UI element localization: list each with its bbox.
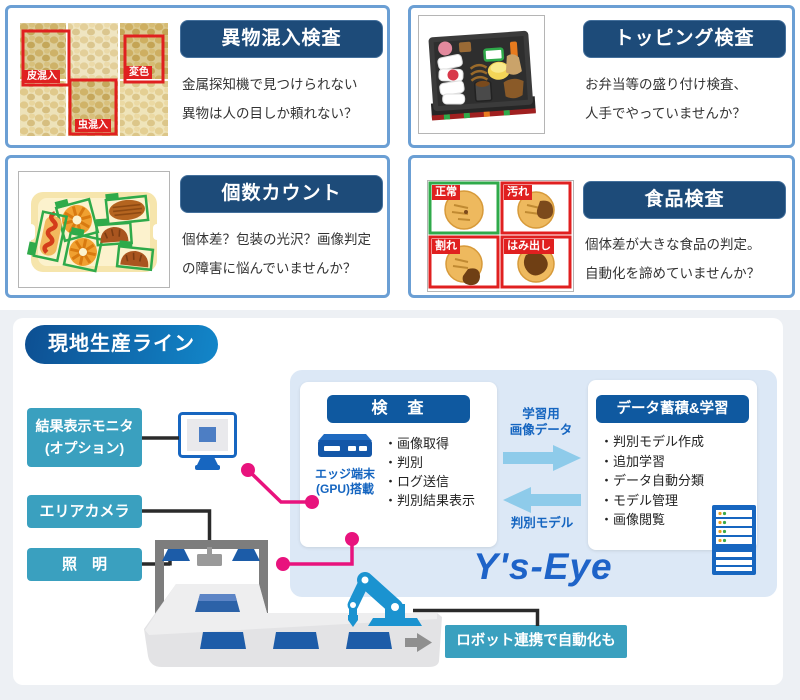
card-title-counting: 個数カウント [180,175,383,213]
card-piece-counting: 個数カウント 個体差？包装の光沢？画像判定の障害に悩んでいませんか？ [5,155,390,298]
edge-device-icon [318,434,372,457]
card-desc-foreign-object: 金属探知機で見つけられない異物は人の目しか頼れない？ [182,77,358,122]
production-line-section: 現地生産ライン 検 査 エッジ端末 (GPU)搭載 画像取得 [0,310,800,700]
production-line-panel: 現地生産ライン 検 査 エッジ端末 (GPU)搭載 画像取得 [13,318,783,685]
list-item: 画像取得 [384,434,475,453]
card-food-inspection: 正常 汚れ 割れ はみ出し 食品検査 個体差が大きな食品の判定。自動化を諦めてい… [408,155,795,298]
gantry-frame [155,540,268,626]
gantry-lights [162,549,260,561]
ys-eye-logo: Y's-Eye [473,546,613,587]
card-title-foreign-object: 異物混入検査 [180,20,383,58]
edge-device: エッジ端末 (GPU)搭載 [306,432,384,497]
server-icon [712,505,756,580]
judge-label-dirty: 汚れ [504,185,532,200]
inspection-box: 検 査 エッジ端末 (GPU)搭載 画像取得 判別 ログ送信 判別結果表 [300,382,497,547]
production-line-badge: 現地生産ライン [25,325,218,364]
judge-label-cracked: 割れ [432,239,460,254]
corn-kernels-image [20,23,168,136]
arrow-right-icon [503,445,581,476]
judge-label-normal: 正常 [432,185,460,200]
card-title-topping: トッピング検査 [583,20,786,58]
list-item: データ自動分類 [600,471,704,491]
list-item: 追加学習 [600,452,704,472]
card-desc-counting: 個体差？包装の光沢？画像判定の障害に悩んでいませんか？ [182,232,371,277]
list-item: 判別結果表示 [384,491,475,510]
list-item: 判別 [384,453,475,472]
tray-photo [18,171,170,288]
card-topping-inspection: トッピング検査 お弁当等の盛り付け検査、人手でやっていませんか？ [408,5,795,148]
list-item: 判別モデル作成 [600,432,704,452]
defect-label-skin: 皮混入 [24,70,60,83]
defect-label-insect: 虫混入 [75,119,111,132]
cards-grid: 皮混入 変色 虫混入 異物混入検査 金属探知機で見つけられない異物は人の目しか頼… [5,5,800,298]
inspection-function-list: 画像取得 判別 ログ送信 判別結果表示 [384,434,475,510]
belt-trays [200,632,392,649]
gantry-camera [197,547,222,566]
lighting-box: 照 明 [27,548,142,581]
edge-device-label: エッジ端末 (GPU)搭載 [314,467,375,496]
inspection-title: 検 査 [327,395,470,423]
robot-collaboration-box: ロボット連携で自動化も [445,625,627,658]
judge-label-overflow: はみ出し [504,239,554,254]
cookie-photo: 正常 汚れ 割れ はみ出し [427,180,574,292]
judgment-model-arrow-label: 判別モデル [510,516,574,530]
flow-arrow-icon [405,633,432,652]
defect-label-discolor: 変色 [126,66,152,79]
bento-box-image [428,30,536,121]
card-desc-topping: お弁当等の盛り付け検査、人手でやっていませんか？ [585,77,747,122]
data-learning-box: データ蓄積&学習 判別モデル作成 追加学習 データ自動分類 モデル管理 画像閲覧 [588,380,757,550]
corn-photo: 皮混入 変色 虫混入 [20,23,168,136]
list-item: 画像閲覧 [600,510,704,530]
card-title-food: 食品検査 [583,181,786,219]
tray [195,594,240,612]
card-desc-food: 個体差が大きな食品の判定。自動化を諦めていませんか？ [585,237,761,282]
list-item: モデル管理 [600,491,704,511]
list-item: ログ送信 [384,472,475,491]
data-learning-title: データ蓄積&学習 [596,395,749,423]
cookie-grid-image [428,181,572,289]
arrow-left-icon [503,487,581,518]
counting-tray-image [26,192,161,273]
training-data-arrow-label: 学習用 画像データ [509,407,573,437]
learning-function-list: 判別モデル作成 追加学習 データ自動分類 モデル管理 画像閲覧 [600,432,704,530]
bento-photo [418,15,545,134]
result-monitor-box: 結果表示モニタ (オプション) [27,408,142,467]
card-foreign-object-inspection: 皮混入 変色 虫混入 異物混入検査 金属探知機で見つけられない異物は人の目しか頼… [5,5,390,148]
feature-cards-section: 皮混入 変色 虫混入 異物混入検査 金属探知機で見つけられない異物は人の目しか頼… [0,0,800,310]
monitor-icon [178,412,240,477]
area-camera-box: エリアカメラ [27,495,142,528]
